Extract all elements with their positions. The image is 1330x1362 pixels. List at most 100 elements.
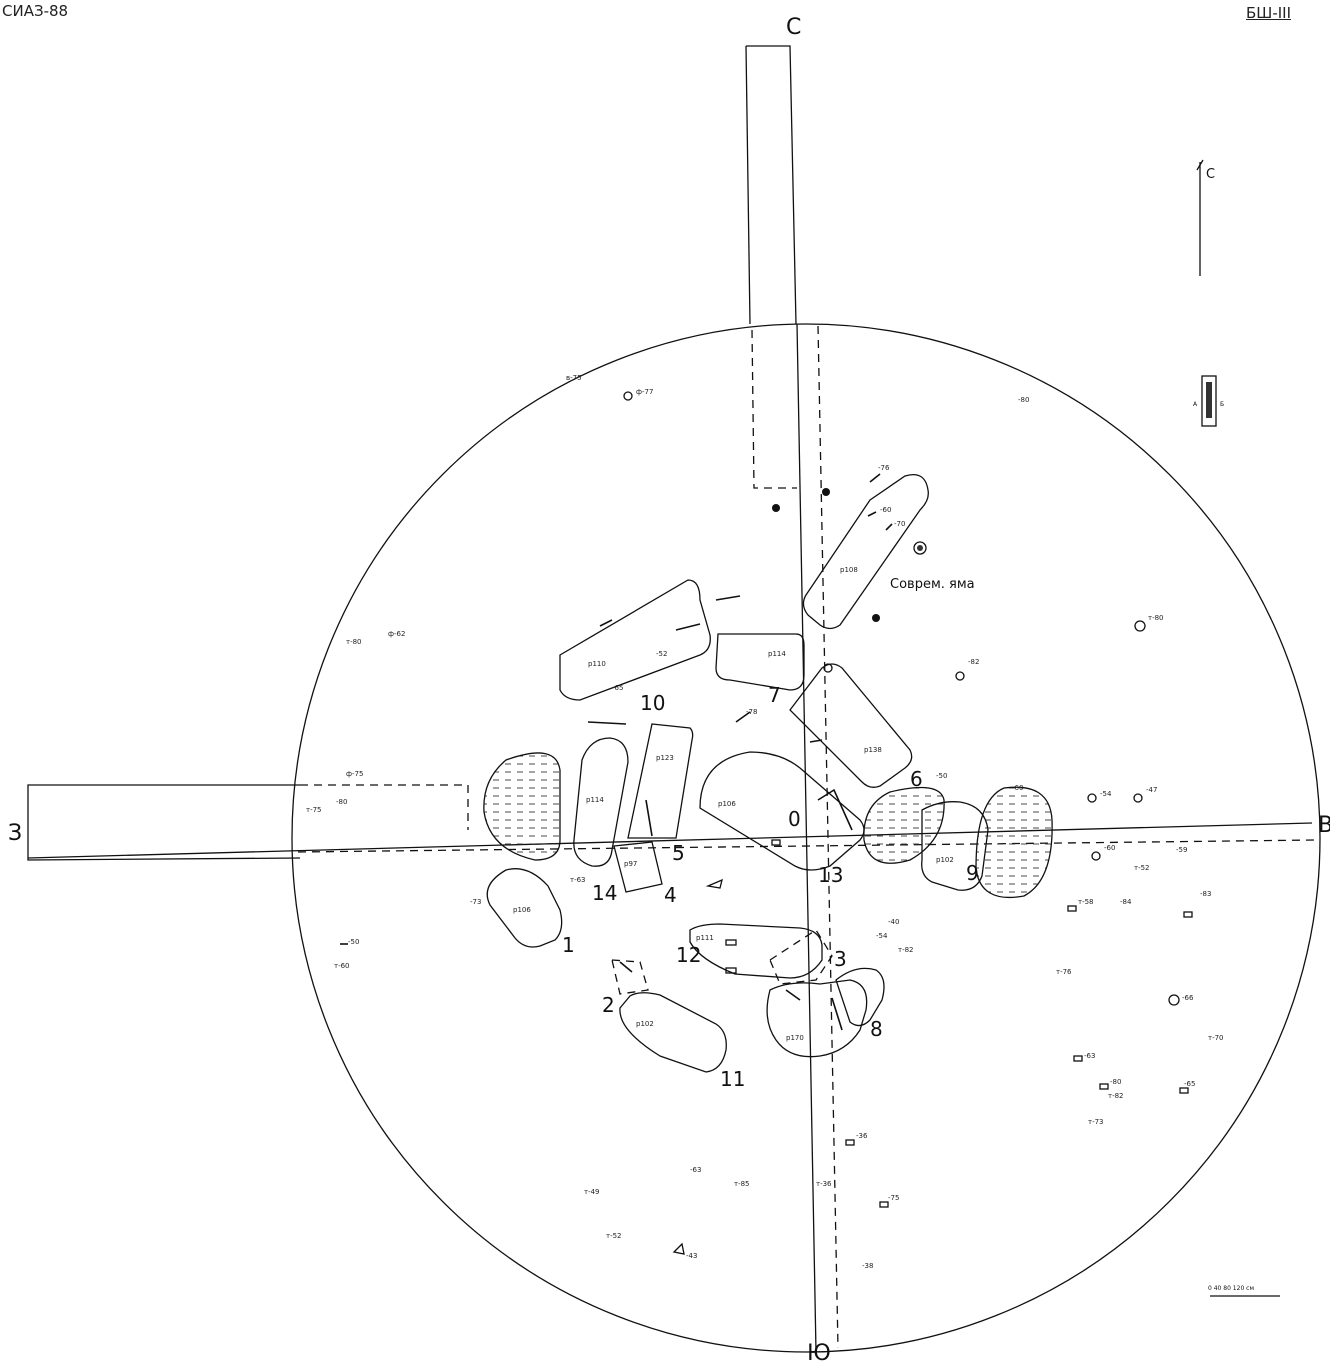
find-label: -78 [746, 708, 757, 716]
section-marker: А Б [1193, 375, 1224, 427]
west-trench-inner [300, 784, 469, 830]
stone-numbers: 1 2 3 4 5 6 7 8 9 10 11 12 13 14 0 [562, 683, 979, 1091]
find-label: т-58 [1078, 898, 1094, 906]
stone-number: 5 [672, 841, 685, 865]
find-label: -47 [1146, 786, 1157, 794]
find-label: -70 [894, 520, 905, 528]
stone-number: 14 [592, 881, 617, 905]
find-label: -40 [888, 918, 899, 926]
section-a: А [1193, 401, 1198, 408]
depth-label: р102 [936, 856, 954, 864]
stone-number: 0 [788, 807, 801, 831]
pit-label: Соврем. яма [890, 577, 975, 592]
find-label: в-75 [566, 374, 582, 382]
find-label: т-52 [1134, 864, 1150, 872]
find-label: т-80 [346, 638, 362, 646]
scale-bar: 0 40 80 120 см [1208, 1285, 1280, 1297]
find-label: т-73 [1088, 1118, 1104, 1126]
find-label: т-63 [570, 876, 586, 884]
stone-number: 11 [720, 1067, 745, 1091]
find-label: -38 [862, 1262, 873, 1270]
find-label: -63 [690, 1166, 701, 1174]
north-label: С [786, 15, 801, 40]
find-label: -75 [888, 1194, 899, 1202]
find-label: -60 [1012, 784, 1023, 792]
south-label: Ю [807, 1341, 831, 1362]
depth-label: р110 [588, 660, 606, 668]
find-markers [340, 391, 1193, 1255]
west-east-axis [27, 822, 1313, 859]
depth-label: р114 [586, 796, 604, 804]
dashed-ns-line [817, 325, 839, 1349]
depth-labels: р106 р97 р123 р138 р114 р170 р102 р110 р… [513, 566, 954, 1042]
depth-label: р106 [718, 800, 736, 808]
find-label: т-75 [306, 806, 322, 814]
stone-number: 6 [910, 767, 923, 791]
find-label-group: в-75 ф-77 -80 т-80 ф-62 ф-75 -80 т-75 -7… [306, 374, 1224, 1270]
find-label: -83 [1200, 890, 1211, 898]
east-label: В [1318, 813, 1330, 838]
north-arrow: С [1196, 159, 1215, 276]
find-label: ф-77 [636, 388, 653, 396]
north-arrow-label: С [1206, 167, 1215, 182]
find-label: -60 [1104, 844, 1115, 852]
stone-number: 7 [768, 683, 781, 707]
find-label: -54 [1100, 790, 1112, 798]
stone-number: 10 [640, 691, 665, 715]
mound-boundary [291, 323, 1321, 1353]
west-label: З [8, 821, 22, 846]
find-label: т-82 [1108, 1092, 1124, 1100]
find-label: т-80 [1148, 614, 1164, 622]
depth-label: р138 [864, 746, 882, 754]
find-label: -65 [1184, 1080, 1195, 1088]
find-label: т-82 [898, 946, 914, 954]
depth-label: р102 [636, 1020, 654, 1028]
find-label: -73 [470, 898, 481, 906]
postholes [772, 488, 880, 622]
find-label: т-36 [816, 1180, 832, 1188]
site-code: СИАЗ-88 [2, 2, 69, 20]
depth-label: р106 [513, 906, 531, 914]
dashed-pits [611, 929, 833, 995]
depth-label: р111 [696, 934, 714, 942]
find-label: -76 [878, 464, 890, 472]
depth-label: р97 [624, 860, 637, 868]
find-label: -63 [1084, 1052, 1095, 1060]
find-label: т-70 [1208, 1034, 1224, 1042]
find-label: -50 [936, 772, 947, 780]
dashed-we-line [297, 839, 1317, 853]
find-label: -82 [968, 658, 979, 666]
object-code: БШ-III [1246, 4, 1292, 22]
stone-number: 13 [818, 863, 843, 887]
find-label: т-85 [734, 1180, 750, 1188]
find-label: -59 [1176, 846, 1187, 854]
find-label: -43 [686, 1252, 697, 1260]
find-label: -66 [1182, 994, 1194, 1002]
find-label: -52 [656, 650, 667, 658]
find-label: -36 [856, 1132, 868, 1140]
depth-label: р170 [786, 1034, 804, 1042]
stone-number: 1 [562, 933, 575, 957]
scale-label: 0 40 80 120 см [1208, 1285, 1254, 1292]
depth-label: р123 [656, 754, 674, 762]
stone-number: 9 [966, 861, 979, 885]
find-label: т-60 [334, 962, 350, 970]
find-label: -84 [1120, 898, 1132, 906]
west-trench [27, 784, 301, 861]
depth-label: р108 [840, 566, 858, 574]
find-label: -60 [880, 506, 891, 514]
find-label: т-76 [1056, 968, 1072, 976]
find-label: -80 [1110, 1078, 1121, 1086]
find-label: -80 [336, 798, 347, 806]
find-label: -54 [876, 932, 888, 940]
stone-number: 4 [664, 883, 677, 907]
stone-number: 8 [870, 1017, 883, 1041]
depth-label: р114 [768, 650, 786, 658]
north-trench-inner [751, 329, 797, 489]
find-label: -65 [612, 684, 623, 692]
find-label: -80 [1018, 396, 1029, 404]
north-south-axis [796, 323, 817, 1353]
stone-number: 12 [676, 943, 701, 967]
hatched-stones [483, 752, 1053, 899]
